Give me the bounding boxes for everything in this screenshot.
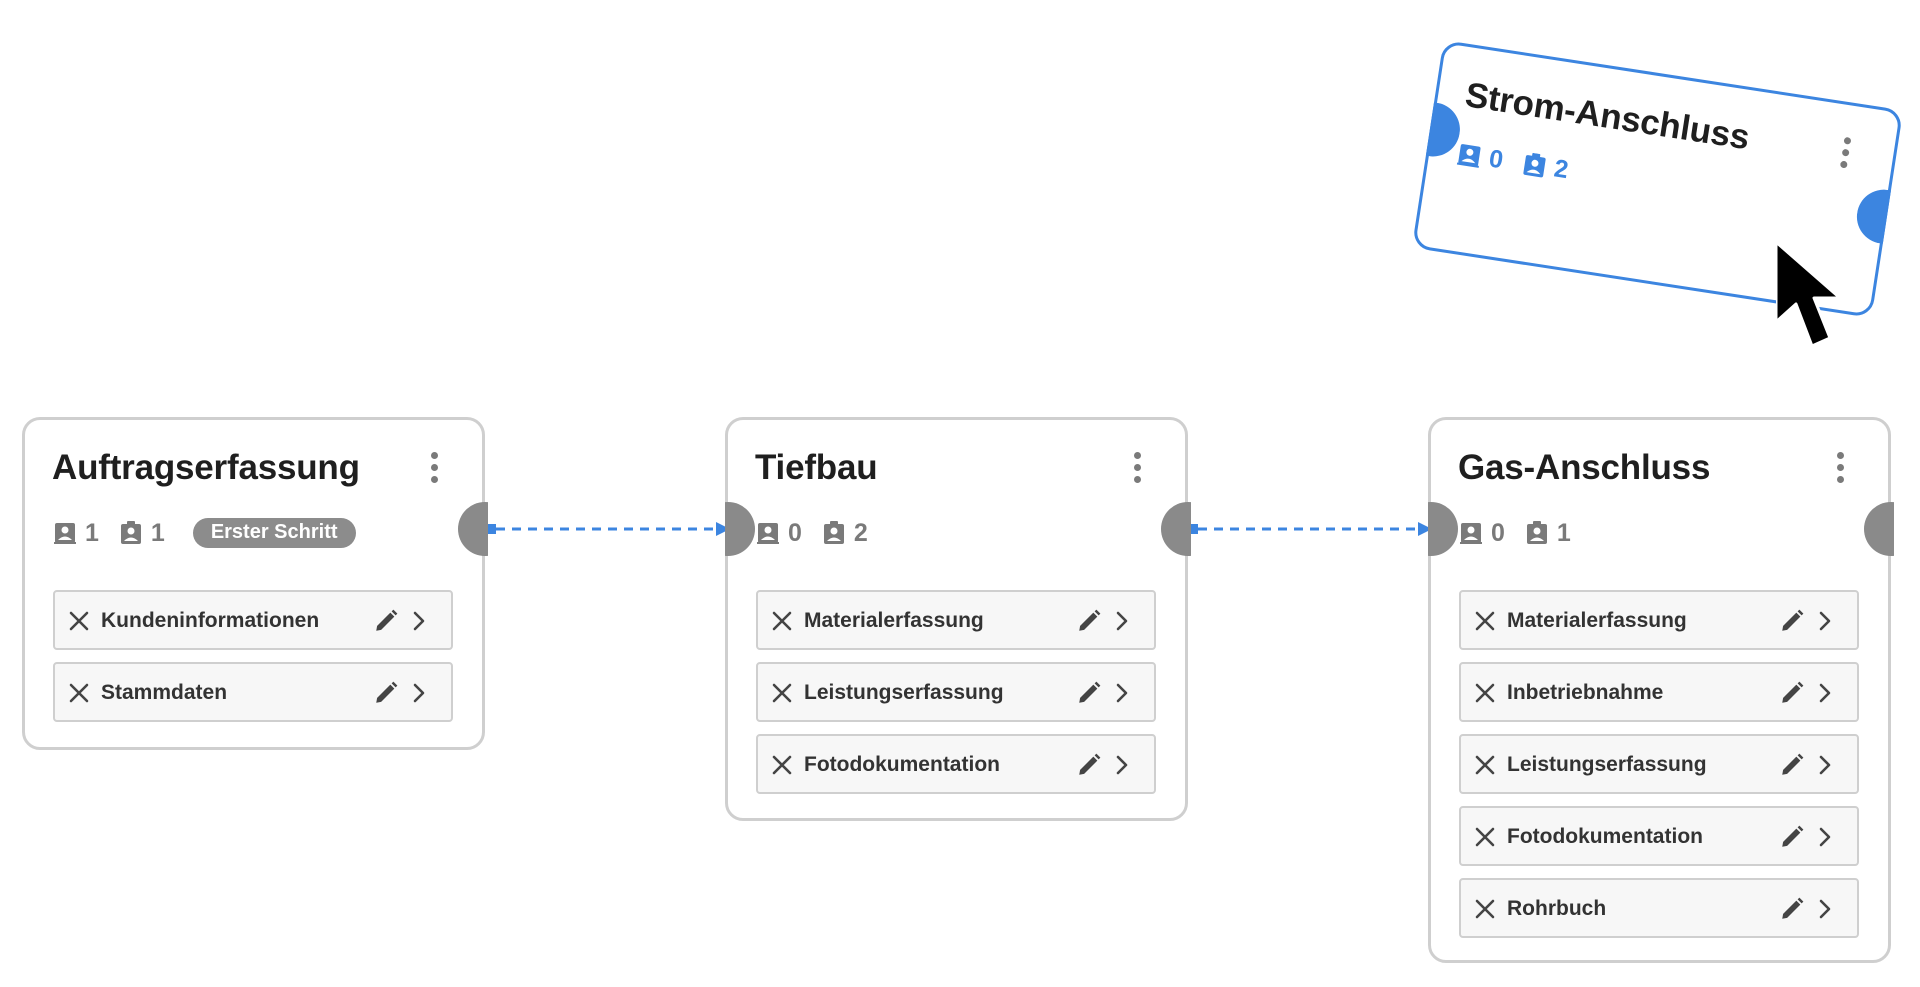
list-item[interactable]: Rohrbuch (1459, 878, 1859, 938)
step-label: Leistungserfassung (804, 681, 1004, 704)
output-port[interactable] (1864, 502, 1894, 556)
connector-auftrag-tiefbau (486, 522, 730, 536)
person-badge-icon (823, 521, 844, 544)
step-list: Kundeninformationen Stammdaten (53, 590, 453, 734)
node-meta: 0 2 (756, 518, 888, 548)
node-card-strom-anschluss[interactable]: Strom-Anschluss 0 2 (1411, 40, 1904, 318)
more-vertical-icon[interactable] (1832, 136, 1857, 175)
chevron-right-icon[interactable] (407, 681, 431, 705)
person-card-icon (1456, 144, 1481, 168)
list-item[interactable]: Stammdaten (53, 662, 453, 722)
count-b: 1 (150, 518, 165, 547)
pencil-icon[interactable] (1779, 752, 1805, 778)
chevron-right-icon[interactable] (1813, 825, 1837, 849)
step-list: Materialerfassung Leistungserfassung Fot… (756, 590, 1156, 806)
node-card-tiefbau[interactable]: Tiefbau 0 2 Materialerfassung (725, 417, 1188, 821)
node-meta: 0 2 (1455, 139, 1590, 189)
pencil-icon[interactable] (373, 608, 399, 634)
chevron-right-icon[interactable] (1110, 681, 1134, 705)
mouse-pointer-icon (1776, 242, 1842, 348)
step-list: Materialerfassung Inbetriebnahme Leistun… (1459, 590, 1859, 950)
input-port[interactable] (725, 502, 755, 556)
output-port[interactable] (1161, 502, 1191, 556)
pencil-icon[interactable] (1076, 752, 1102, 778)
step-label: Leistungserfassung (1507, 753, 1707, 776)
close-icon[interactable] (67, 681, 91, 705)
person-card-icon (757, 523, 779, 544)
step-label: Inbetriebnahme (1507, 681, 1664, 704)
count-b: 2 (853, 518, 868, 547)
list-item[interactable]: Fotodokumentation (756, 734, 1156, 794)
close-icon[interactable] (1473, 753, 1497, 777)
input-port[interactable] (1428, 502, 1458, 556)
chevron-right-icon[interactable] (1813, 753, 1837, 777)
count-a: 0 (1487, 143, 1506, 174)
close-icon[interactable] (1473, 681, 1497, 705)
list-item[interactable]: Kundeninformationen (53, 590, 453, 650)
chevron-right-icon[interactable] (1813, 681, 1837, 705)
person-badge-icon (1523, 152, 1546, 178)
count-b: 2 (1552, 153, 1571, 184)
step-label: Materialerfassung (804, 609, 984, 632)
chevron-right-icon[interactable] (1110, 609, 1134, 633)
node-title: Gas-Anschluss (1458, 448, 1711, 487)
person-badge-icon (1526, 521, 1547, 544)
chevron-right-icon[interactable] (1813, 897, 1837, 921)
list-item[interactable]: Leistungserfassung (756, 662, 1156, 722)
close-icon[interactable] (1473, 825, 1497, 849)
count-b: 1 (1556, 518, 1571, 547)
close-icon[interactable] (1473, 897, 1497, 921)
node-card-gas-anschluss[interactable]: Gas-Anschluss 0 1 Materialerfassung (1428, 417, 1891, 963)
count-a: 1 (85, 518, 99, 547)
pencil-icon[interactable] (1779, 896, 1805, 922)
chevron-right-icon[interactable] (407, 609, 431, 633)
person-card-icon (1460, 523, 1482, 544)
node-title: Auftragserfassung (52, 448, 360, 487)
step-label: Kundeninformationen (101, 609, 320, 632)
step-label: Rohrbuch (1507, 897, 1607, 920)
person-badge-icon (120, 521, 141, 544)
person-card-icon (54, 523, 76, 544)
chevron-right-icon[interactable] (1110, 753, 1134, 777)
list-item[interactable]: Leistungserfassung (1459, 734, 1859, 794)
more-vertical-icon[interactable] (424, 452, 444, 488)
step-label: Materialerfassung (1507, 609, 1687, 632)
pencil-icon[interactable] (1779, 824, 1805, 850)
count-a: 0 (788, 518, 802, 547)
count-a: 0 (1491, 518, 1505, 547)
connector-tiefbau-gas (1188, 522, 1432, 536)
more-vertical-icon[interactable] (1127, 452, 1147, 488)
more-vertical-icon[interactable] (1830, 452, 1850, 488)
node-meta: 0 1 (1459, 518, 1591, 548)
close-icon[interactable] (67, 609, 91, 633)
pencil-icon[interactable] (1779, 680, 1805, 706)
node-meta: 1 1 Erster Schritt (53, 518, 356, 548)
list-item[interactable]: Materialerfassung (756, 590, 1156, 650)
output-port[interactable] (458, 502, 488, 556)
close-icon[interactable] (770, 681, 794, 705)
list-item[interactable]: Inbetriebnahme (1459, 662, 1859, 722)
status-badge: Erster Schritt (192, 518, 356, 548)
pencil-icon[interactable] (1076, 608, 1102, 634)
node-card-auftragserfassung[interactable]: Auftragserfassung 1 1 Erster Schritt K (22, 417, 485, 750)
step-label: Fotodokumentation (1507, 825, 1703, 848)
node-title: Tiefbau (755, 448, 878, 487)
step-label: Fotodokumentation (804, 753, 1000, 776)
chevron-right-icon[interactable] (1813, 609, 1837, 633)
close-icon[interactable] (1473, 609, 1497, 633)
step-label: Stammdaten (101, 681, 228, 704)
pencil-icon[interactable] (1076, 680, 1102, 706)
pencil-icon[interactable] (373, 680, 399, 706)
close-icon[interactable] (770, 753, 794, 777)
list-item[interactable]: Fotodokumentation (1459, 806, 1859, 866)
close-icon[interactable] (770, 609, 794, 633)
list-item[interactable]: Materialerfassung (1459, 590, 1859, 650)
pencil-icon[interactable] (1779, 608, 1805, 634)
